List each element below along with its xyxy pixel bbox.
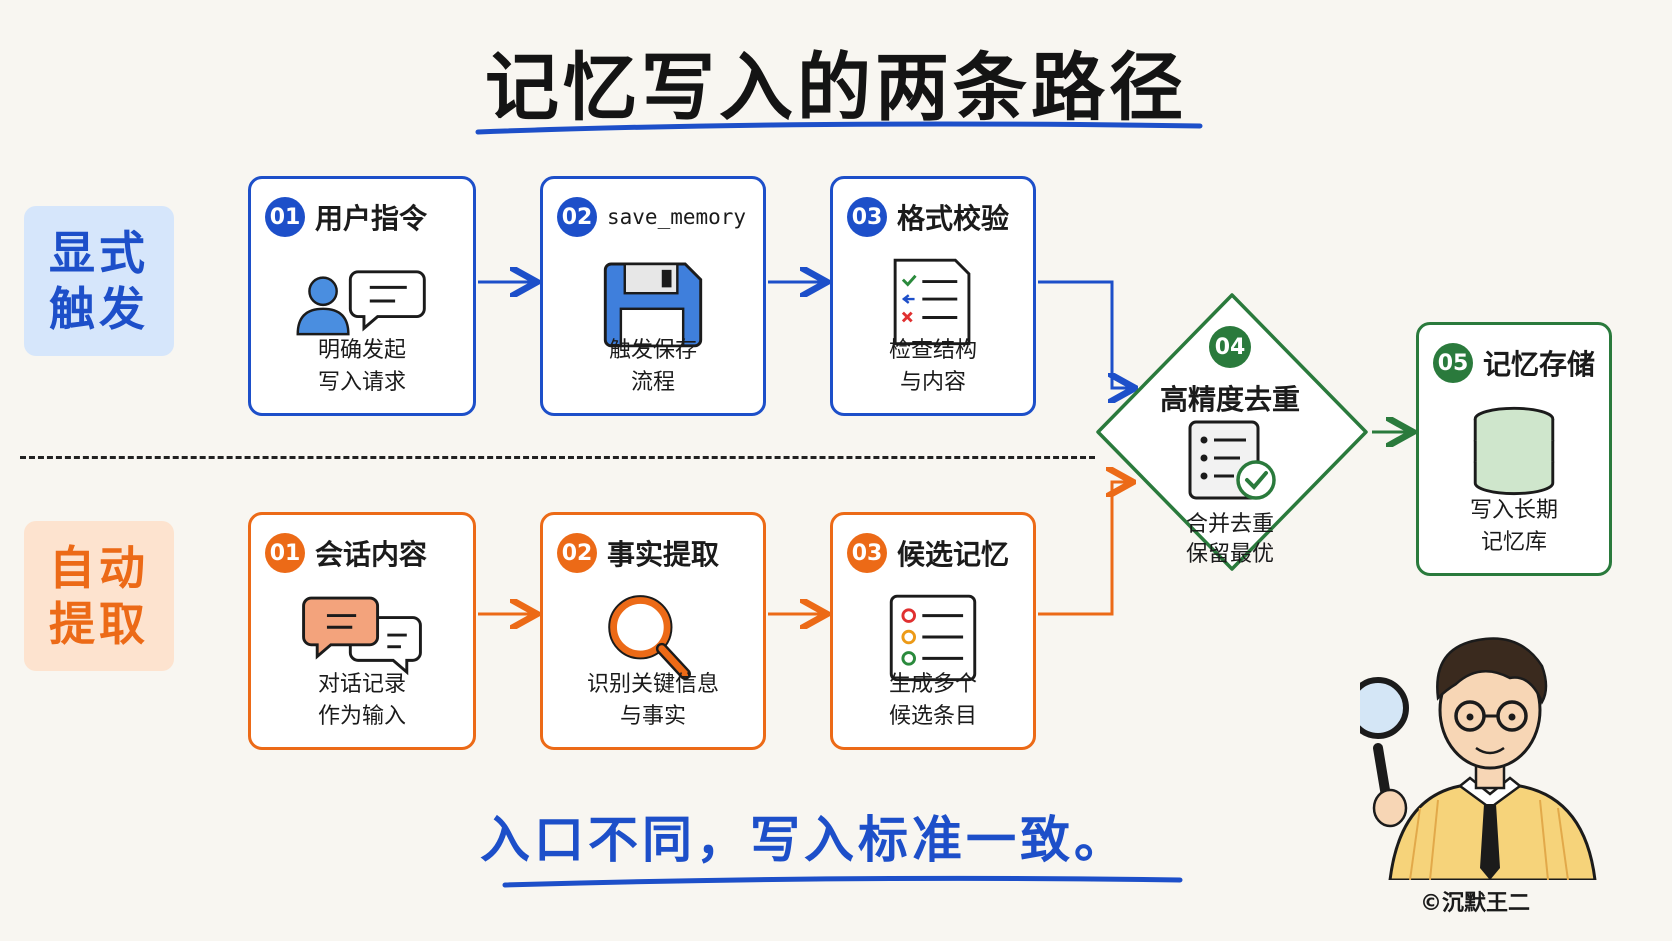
step-desc-line: 保留最优 (1185, 542, 1274, 567)
step-number: 02 (557, 533, 597, 573)
dedup-description: 合并去重 保留最优 (1120, 510, 1340, 570)
step-desc-line: 生成多个 (888, 672, 977, 697)
step-desc-line: 与内容 (899, 370, 966, 395)
section-label-auto: 自动提取 (24, 521, 174, 671)
step-desc-line: 与事实 (619, 704, 686, 729)
step-number: 04 (1209, 326, 1251, 368)
step-number: 03 (847, 197, 887, 237)
step-desc-line: 对话记录 (317, 672, 406, 697)
arrow-e3-dedup (1038, 280, 1132, 388)
step-desc-line: 流程 (630, 370, 675, 395)
step-card-format-check: 03 格式校验 检查结构与内容 (830, 176, 1036, 416)
copyright: ©沉默王二 (1420, 891, 1531, 916)
step-card-user-command: 01 用户指令 明确发起写入请求 (248, 176, 476, 416)
step-title: 候选记忆 (897, 538, 1010, 571)
step-number: 05 (1433, 343, 1473, 383)
slogan: 入口不同，写入标准一致。 (480, 811, 1128, 869)
chat-bubbles-icon (302, 596, 422, 676)
step-card-candidates: 03 候选记忆 生成多个候选条目 (830, 512, 1036, 750)
database-icon (1473, 406, 1555, 496)
step-desc-line: 触发保存 (608, 338, 697, 363)
section-label-line: 自动 (49, 541, 149, 595)
section-divider (20, 456, 1095, 459)
section-label-line: 提取 (49, 597, 149, 651)
section-label-line: 触发 (49, 282, 149, 336)
section-label-explicit: 显式触发 (24, 206, 174, 356)
step-desc-line: 写入请求 (317, 370, 406, 395)
page-title: 记忆写入的两条路径 (485, 45, 1187, 131)
document-check-icon (1188, 420, 1276, 500)
step-title: 用户指令 (315, 202, 428, 235)
step-number: 03 (847, 533, 887, 573)
step-desc-line: 明确发起 (317, 338, 406, 363)
step-card-fact-extraction: 02 事实提取 识别关键信息与事实 (540, 512, 766, 750)
step-title: 高精度去重 (1159, 383, 1300, 416)
slogan-underline (502, 875, 1183, 888)
step-title: save_memory (607, 205, 747, 229)
checklist-icon (893, 258, 971, 346)
step-title: 格式校验 (897, 202, 1010, 235)
step-title: 会话内容 (315, 538, 428, 571)
title-underline (475, 121, 1203, 135)
step-title: 记忆存储 (1483, 348, 1596, 381)
floppy-disk-icon (603, 262, 703, 348)
step-card-session: 01 会话内容 对话记录作为输入 (248, 512, 476, 750)
arrow-a3-dedup (1038, 482, 1130, 616)
character-with-magnifier-illustration (1360, 637, 1597, 880)
step-desc-line: 作为输入 (317, 704, 406, 729)
step-desc-line: 检查结构 (888, 338, 977, 363)
step-desc-line: 候选条目 (888, 704, 977, 729)
user-chat-icon (296, 270, 426, 336)
step-card-save-memory: 02 save_memory 触发保存流程 (540, 176, 766, 416)
step-number: 02 (557, 197, 597, 237)
step-desc-line: 合并去重 (1185, 512, 1274, 537)
step-desc-line: 记忆库 (1480, 530, 1547, 555)
section-label-line: 显式 (49, 226, 149, 280)
step-title: 事实提取 (607, 538, 720, 571)
list-icon (889, 594, 977, 682)
magnifier-icon (608, 595, 691, 680)
step-card-storage: 05 记忆存储 写入长期记忆库 (1416, 322, 1612, 576)
step-desc-line: 写入长期 (1469, 498, 1558, 523)
dedup-header: 04 高精度去重 (1120, 326, 1340, 418)
step-number: 01 (265, 197, 305, 237)
step-desc-line: 识别关键信息 (586, 672, 719, 697)
step-number: 01 (265, 533, 305, 573)
